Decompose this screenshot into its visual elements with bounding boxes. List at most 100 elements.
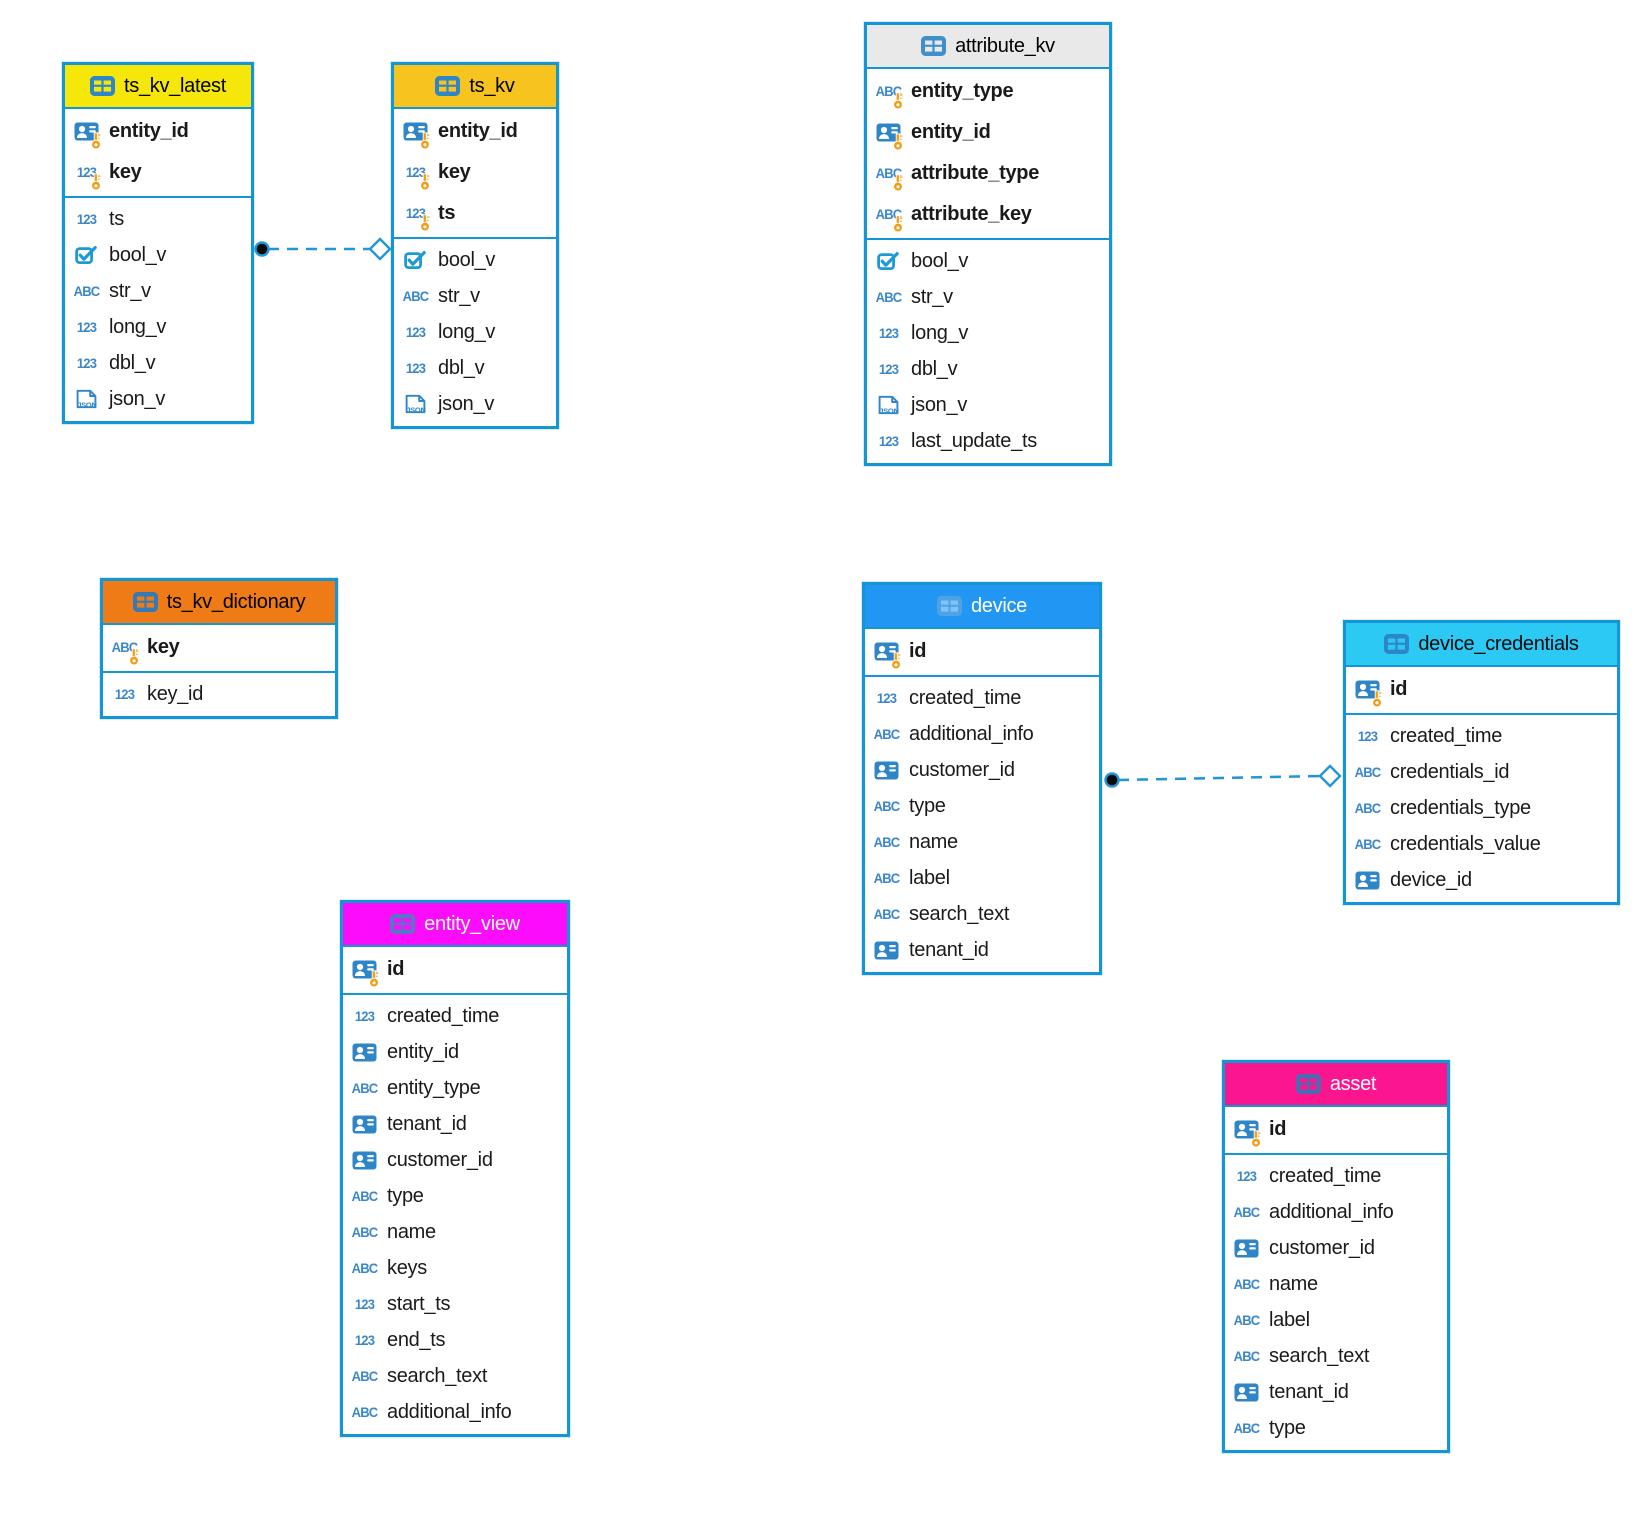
- column-type-icon-wrap: 123: [351, 1292, 378, 1316]
- column-entity_view-id[interactable]: id: [343, 949, 567, 990]
- column-name: credentials_id: [1390, 760, 1510, 783]
- column-device-customer_id[interactable]: customer_id: [865, 752, 1099, 788]
- column-ts_kv_latest-bool_v[interactable]: bool_v: [65, 237, 251, 273]
- table-header-attribute_kv[interactable]: attribute_kv: [867, 25, 1109, 69]
- table-header-entity_view[interactable]: entity_view: [343, 903, 567, 947]
- column-asset-id[interactable]: id: [1225, 1109, 1447, 1150]
- column-attribute_kv-entity_id[interactable]: entity_id: [867, 112, 1109, 153]
- column-attribute_kv-bool_v[interactable]: bool_v: [867, 243, 1109, 279]
- primary-key-icon: [91, 131, 102, 149]
- column-asset-customer_id[interactable]: customer_id: [1225, 1230, 1447, 1266]
- column-type-icon-wrap: ABC: [875, 285, 903, 309]
- relationship-ts_kv_latest__ts_kv[interactable]: [254, 237, 392, 261]
- table-header-asset[interactable]: asset: [1225, 1063, 1447, 1107]
- column-device_credentials-id[interactable]: id: [1346, 669, 1617, 710]
- numeric-type-icon: 123: [76, 211, 97, 227]
- column-name: long_v: [911, 321, 969, 344]
- column-device-id[interactable]: id: [865, 631, 1099, 672]
- column-ts_kv-bool_v[interactable]: bool_v: [394, 242, 556, 278]
- table-header-device_credentials[interactable]: device_credentials: [1346, 623, 1617, 667]
- column-name: dbl_v: [109, 351, 156, 374]
- column-entity_view-tenant_id[interactable]: tenant_id: [343, 1106, 567, 1142]
- column-device_credentials-device_id[interactable]: device_id: [1346, 862, 1617, 898]
- table-header-ts_kv_latest[interactable]: ts_kv_latest: [65, 65, 251, 109]
- table-header-ts_kv[interactable]: ts_kv: [394, 65, 556, 109]
- column-ts_kv-entity_id[interactable]: entity_id: [394, 111, 556, 152]
- column-entity_view-entity_id[interactable]: entity_id: [343, 1034, 567, 1070]
- column-entity_view-customer_id[interactable]: customer_id: [343, 1142, 567, 1178]
- relationship-device__device_credentials[interactable]: [1104, 764, 1342, 788]
- column-device-tenant_id[interactable]: tenant_id: [865, 932, 1099, 968]
- string-type-icon: ABC: [873, 870, 901, 886]
- column-ts_kv_latest-entity_id[interactable]: entity_id: [65, 111, 251, 152]
- table-title: ts_kv_latest: [123, 74, 226, 97]
- id-card-type-icon: [1355, 871, 1380, 889]
- table-header-ts_kv_dictionary[interactable]: ts_kv_dictionary: [103, 581, 335, 625]
- string-type-icon: ABC: [875, 83, 903, 100]
- string-type-icon: ABC: [402, 288, 430, 304]
- column-name: customer_id: [387, 1148, 493, 1171]
- table-icon: [1384, 634, 1410, 654]
- column-asset-tenant_id[interactable]: tenant_id: [1225, 1374, 1447, 1410]
- column-type-icon-wrap: ABC: [873, 902, 901, 926]
- table-header-device[interactable]: device: [865, 585, 1099, 629]
- column-type-icon-wrap: [73, 120, 102, 149]
